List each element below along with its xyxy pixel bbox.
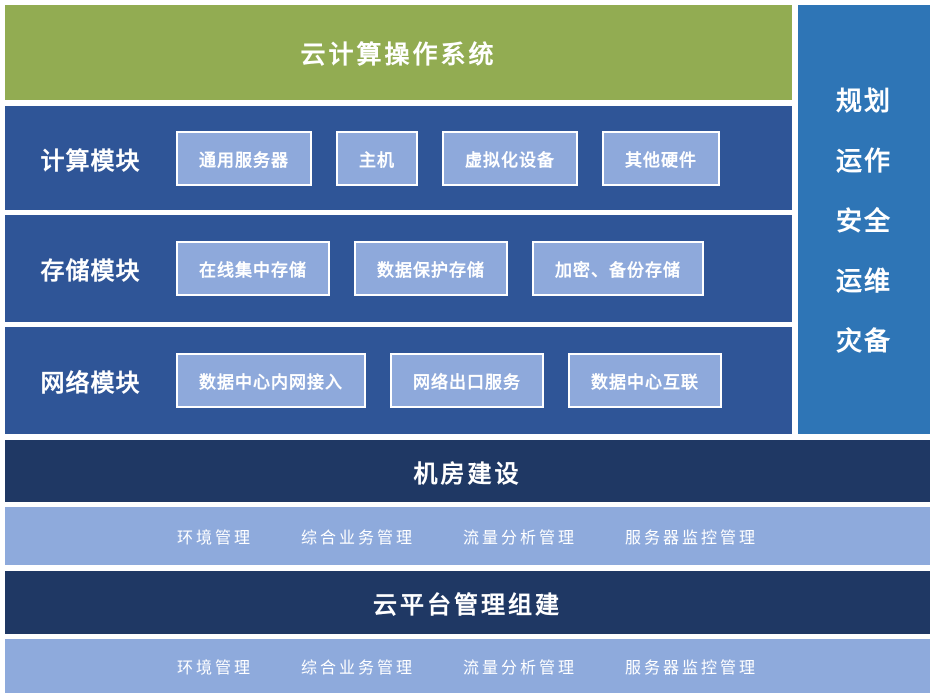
sidebar-item-security: 安全 [835,206,892,236]
compute-module-row: 计算模块 通用服务器 主机 虚拟化设备 其他硬件 [5,106,792,210]
box-network-egress-service: 网络出口服务 [389,352,545,409]
item-traffic-analysis-management: 流量分析管理 [463,530,578,547]
network-module-row: 网络模块 数据中心内网接入 网络出口服务 数据中心互联 [5,327,792,434]
item-integrated-business-management: 综合业务管理 [300,530,415,547]
cloud-os-banner: 云计算操作系统 [5,5,792,100]
machine-room-construction-bar: 机房建设 [5,440,930,502]
main-column: 云计算操作系统 计算模块 通用服务器 主机 虚拟化设备 其他硬件 存储模块 在线… [5,5,792,434]
cloud-platform-management-bar: 云平台管理组建 [5,571,930,634]
cloud-platform-management-items: 环境管理 综合业务管理 流量分析管理 服务器监控管理 [5,639,930,693]
box-online-central-storage: 在线集中存储 [175,240,331,297]
box-host: 主机 [335,129,419,187]
sidebar-item-operation: 运作 [835,146,892,176]
item-server-monitoring-management: 服务器监控管理 [625,660,759,677]
box-other-hardware: 其他硬件 [601,129,721,187]
cloud-os-banner-title: 云计算操作系统 [300,40,497,69]
network-module-boxes: 数据中心内网接入 网络出口服务 数据中心互联 [175,352,723,409]
sidebar-item-planning: 规划 [835,86,892,116]
storage-module-row: 存储模块 在线集中存储 数据保护存储 加密、备份存储 [5,215,792,322]
top-section: 云计算操作系统 计算模块 通用服务器 主机 虚拟化设备 其他硬件 存储模块 在线… [5,5,930,434]
sidebar-item-disaster-recovery: 灾备 [835,326,892,356]
storage-module-boxes: 在线集中存储 数据保护存储 加密、备份存储 [175,240,705,297]
box-general-server: 通用服务器 [175,129,313,187]
box-datacenter-interconnect: 数据中心互联 [567,352,723,409]
item-environment-management: 环境管理 [176,660,253,677]
compute-module-boxes: 通用服务器 主机 虚拟化设备 其他硬件 [175,129,721,187]
compute-module-label: 计算模块 [40,147,141,175]
box-encrypted-backup-storage: 加密、备份存储 [531,240,705,297]
network-module-label: 网络模块 [40,370,141,397]
machine-room-management-items: 环境管理 综合业务管理 流量分析管理 服务器监控管理 [5,507,930,565]
item-server-monitoring-management: 服务器监控管理 [625,530,759,547]
box-virtualization-device: 虚拟化设备 [441,129,579,187]
storage-module-label: 存储模块 [40,258,141,285]
item-environment-management: 环境管理 [176,530,253,547]
sidebar-item-maintenance: 运维 [835,266,892,296]
cloud-platform-management-title: 云平台管理组建 [373,592,562,619]
box-data-protection-storage: 数据保护存储 [353,240,509,297]
machine-room-construction-title: 机房建设 [413,460,522,488]
item-integrated-business-management: 综合业务管理 [300,660,415,677]
item-traffic-analysis-management: 流量分析管理 [463,660,578,677]
ops-sidebar: 规划 运作 安全 运维 灾备 [798,5,930,434]
box-datacenter-intranet-access: 数据中心内网接入 [175,352,367,409]
